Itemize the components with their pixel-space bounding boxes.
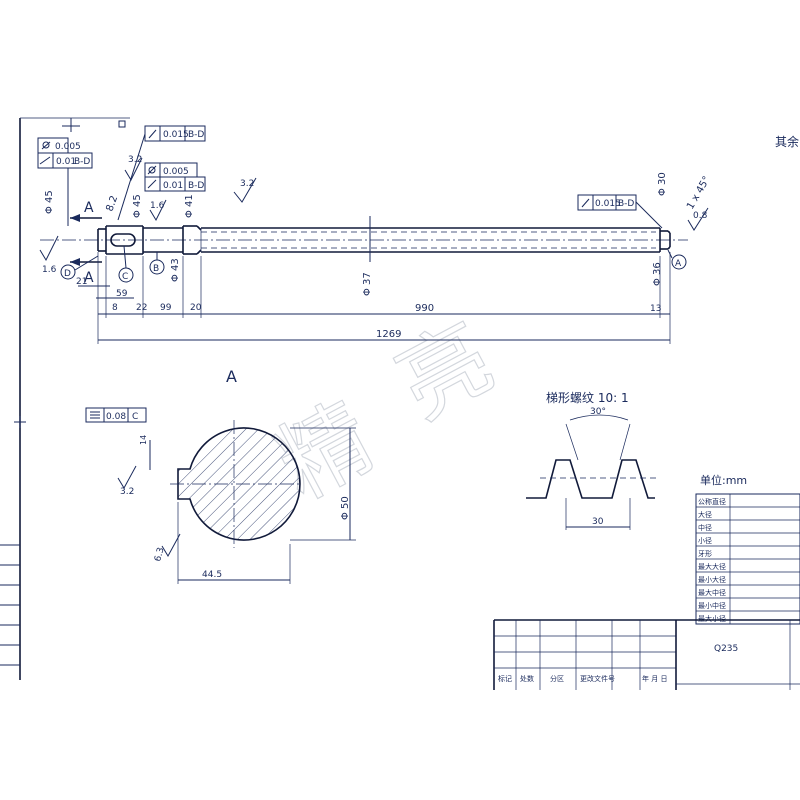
svg-text:0.08: 0.08 xyxy=(106,412,126,422)
param-row-8: 最小中径 xyxy=(698,601,726,610)
datum-b: B xyxy=(153,264,159,274)
svg-text:B-D: B-D xyxy=(188,130,204,140)
rest-roughness-note: 其余 xyxy=(775,134,799,149)
dim-20: 20 xyxy=(190,303,202,313)
section-arrow-bottom-label: A xyxy=(84,270,94,286)
title-col-3: 分区 xyxy=(550,674,564,683)
section-outline xyxy=(177,427,301,541)
gdt-frame-runout-top: 0.015 B-D xyxy=(117,125,206,221)
left-revision-column xyxy=(0,544,20,666)
thread-angle: 30° xyxy=(590,407,606,417)
dim-21: 21 xyxy=(76,277,87,287)
svg-text:B-D: B-D xyxy=(188,181,204,191)
thread-profile: 30° 30 xyxy=(526,407,660,530)
svg-text:0.01: 0.01 xyxy=(163,181,183,191)
svg-text:亮: 亮 xyxy=(381,304,510,439)
svg-text:B-D: B-D xyxy=(618,199,634,209)
dim-8: 8 xyxy=(112,303,118,313)
dim-d45-left: Φ 45 xyxy=(44,190,55,214)
title-col-4: 更改文件号 xyxy=(580,674,615,683)
svg-text:0.01: 0.01 xyxy=(56,157,76,167)
param-row-2: 中径 xyxy=(698,523,712,532)
gdt-symmetry-frame xyxy=(85,407,147,423)
keyway xyxy=(110,233,136,247)
param-row-4: 牙形 xyxy=(698,550,712,558)
param-row-1: 大径 xyxy=(698,510,712,519)
dim-key-width: 8.2 xyxy=(104,194,120,213)
title-col-1: 标记 xyxy=(498,674,512,683)
svg-text:3.2: 3.2 xyxy=(128,155,142,165)
dim-d30: Φ 30 xyxy=(657,172,668,196)
dim-14: 14 xyxy=(139,435,148,445)
title-col-5: 年 月 日 xyxy=(642,674,667,683)
thread-parameter-table: 公称直径 大径 中径 小径 牙形 最大大径 最小大径 最大中径 最小中径 最大小… xyxy=(695,493,800,625)
dim-99: 99 xyxy=(160,303,172,313)
param-row-9: 最大小径 xyxy=(698,614,726,623)
shaft-main-view xyxy=(40,225,688,255)
svg-text:B-D: B-D xyxy=(74,157,90,167)
thread-pitch: 30 xyxy=(592,517,604,527)
dim-d36: Φ 36 xyxy=(652,262,663,286)
svg-text:1.6: 1.6 xyxy=(42,265,57,275)
section-arrow-top-label: A xyxy=(84,200,94,216)
drawing-border xyxy=(14,117,130,680)
dim-1269: 1269 xyxy=(376,329,401,340)
svg-text:3.2: 3.2 xyxy=(120,487,134,497)
horizontal-dimensions: 8 22 99 20 990 13 1269 21 59 xyxy=(76,252,671,344)
param-row-3: 小径 xyxy=(698,536,712,545)
dim-d41: Φ 41 xyxy=(184,194,195,218)
section-cut-marker: A A xyxy=(70,200,102,286)
dim-990: 990 xyxy=(415,303,434,314)
dim-d43: Φ 43 xyxy=(170,258,181,282)
section-view-label: A xyxy=(226,367,237,386)
gdt-frame-runout-right: 0.015 B-D xyxy=(577,194,663,229)
dim-d37: Φ 37 xyxy=(362,272,373,296)
dim-13: 13 xyxy=(650,304,661,314)
dim-d45-mid: Φ 45 xyxy=(132,194,143,218)
gdt-frame-cylindricity-left: 0.005 0.01 B-D xyxy=(37,137,93,226)
gdt-frame-cylindricity-mid: 0.005 0.01 B-D xyxy=(144,162,206,192)
svg-text:0.005: 0.005 xyxy=(55,142,81,152)
dim-44-5: 44.5 xyxy=(202,570,222,580)
dim-chamfer: 1 x 45° xyxy=(685,174,713,211)
svg-text:0.015: 0.015 xyxy=(163,130,189,140)
svg-text:0.005: 0.005 xyxy=(163,167,189,177)
material-label: Q235 xyxy=(714,644,738,654)
dim-d50: Φ 50 xyxy=(340,496,351,520)
thread-title: 梯形螺纹 10: 1 xyxy=(546,391,629,405)
datum-c: C xyxy=(122,272,128,282)
param-row-7: 最大中径 xyxy=(698,588,726,597)
svg-text:C: C xyxy=(132,412,138,422)
title-block: Q235 标记 处数 分区 更改文件号 年 月 日 xyxy=(493,619,800,690)
svg-text:1.6: 1.6 xyxy=(150,201,165,211)
diameter-labels: Φ 45 Φ 45 Φ 41 Φ 43 Φ 37 Φ 30 Φ 36 1 x 4… xyxy=(44,172,713,296)
roughness-symbols: 1.6 3.2 1.6 3.2 0.8 xyxy=(39,155,709,275)
svg-text:3.2: 3.2 xyxy=(240,179,254,189)
svg-text:6.3: 6.3 xyxy=(153,546,166,562)
dim-22: 22 xyxy=(136,303,147,313)
param-row-5: 最大大径 xyxy=(698,562,726,571)
datum-a: A xyxy=(675,259,682,269)
datum-d: D xyxy=(64,269,71,279)
units-label: 单位:mm xyxy=(700,473,747,487)
dim-59: 59 xyxy=(116,289,128,299)
param-row-0: 公称直径 xyxy=(698,497,726,506)
svg-text:0.8: 0.8 xyxy=(693,211,708,221)
svg-text:0.015: 0.015 xyxy=(595,199,621,209)
param-row-6: 最小大径 xyxy=(698,575,726,584)
title-col-2: 处数 xyxy=(520,674,534,683)
datum-symbols: D C B A xyxy=(60,245,687,283)
